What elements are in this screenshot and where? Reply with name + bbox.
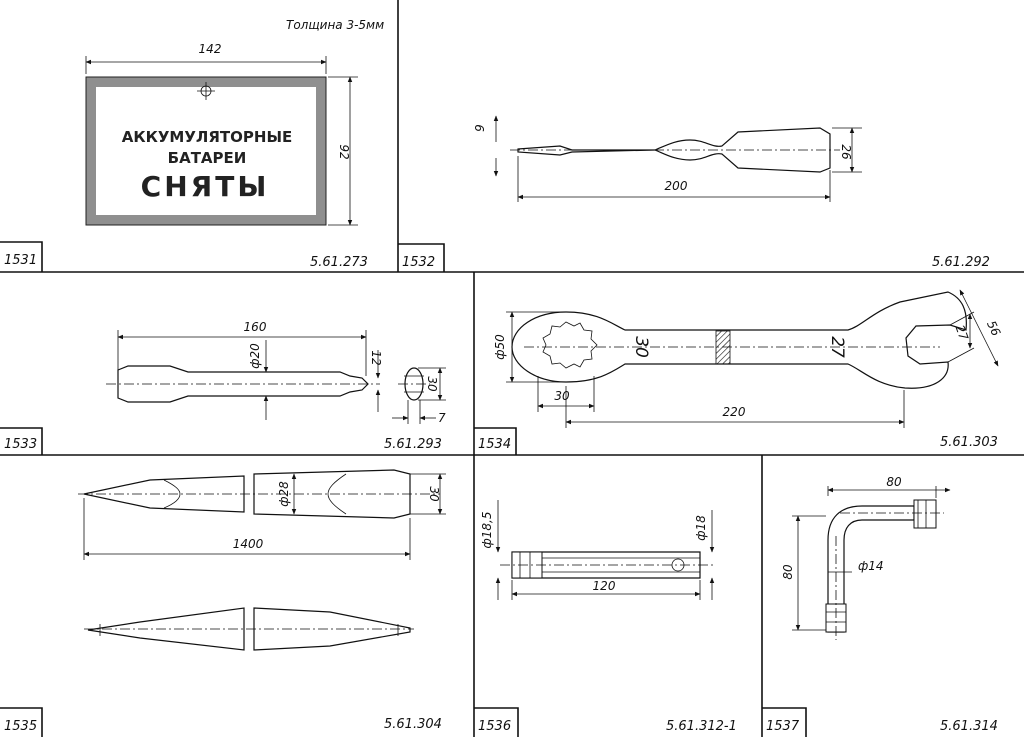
panel-number-1533: 1533 xyxy=(4,437,37,452)
dim-length: 200 xyxy=(665,179,688,193)
panel-1532: 9 200 26 1532 5.61.292 xyxy=(402,115,990,270)
dim-lwrench-dia: ф14 xyxy=(858,559,884,573)
wrench-ring-label: 30 xyxy=(631,336,651,358)
dim-socket-inner: ф18,5 xyxy=(480,512,494,549)
dim-head-width: 56 xyxy=(984,318,1003,338)
panel-code-1533: 5.61.293 xyxy=(384,437,442,452)
drift-body xyxy=(117,365,369,403)
panel-code-1532: 5.61.292 xyxy=(932,255,990,270)
dim-tip: 9 xyxy=(473,124,487,132)
panel-number-1536: 1536 xyxy=(478,719,511,734)
dim-open-size: 27 xyxy=(953,323,972,342)
dim-sign-height: 92 xyxy=(337,144,351,159)
panel-number-1535: 1535 xyxy=(4,719,37,734)
panel-1531: АККУМУЛЯТОРНЫЕ БАТАРЕИ СНЯТЫ 142 92 Толщ… xyxy=(4,18,384,270)
dim-socket-length: 120 xyxy=(593,579,616,593)
dim-drift-tip: 12 xyxy=(369,350,383,365)
dim-lwrench-height: 80 xyxy=(781,564,795,580)
panel-1537: 80 80 ф14 1537 5.61.314 xyxy=(766,475,998,734)
panel-code-1535: 5.61.304 xyxy=(384,717,442,732)
dim-crowbar-dia: ф28 xyxy=(277,481,291,507)
sign-line-1: АККУМУЛЯТОРНЫЕ xyxy=(122,128,293,146)
panel-number-1531: 1531 xyxy=(4,253,37,268)
panel-code-1531: 5.61.273 xyxy=(310,255,368,270)
dim-sign-width: 142 xyxy=(199,42,222,56)
dim-socket-outer: ф18 xyxy=(694,515,708,541)
panel-number-1537: 1537 xyxy=(766,719,800,734)
panel-number-1534: 1534 xyxy=(478,437,511,452)
wrench-body xyxy=(511,291,967,389)
dim-drift-length: 160 xyxy=(244,320,267,334)
dim-drift-end: 7 xyxy=(438,411,446,425)
dim-drift-dia: ф20 xyxy=(248,343,262,369)
dim-ring-dia: ф50 xyxy=(493,334,507,360)
panel-1533: 160 ф20 12 30 7 1533 5.61.293 xyxy=(4,320,446,452)
panel-1535: ф28 30 1400 1535 5.61.304 xyxy=(4,469,446,734)
sign-line-2: БАТАРЕИ xyxy=(168,149,247,167)
panel-code-1536: 5.61.312-1 xyxy=(666,719,737,734)
panel-number-1532: 1532 xyxy=(402,255,435,270)
dim-crowbar-length: 1400 xyxy=(233,537,264,551)
panel-1536: ф18,5 ф18 120 1536 5.61.312-1 xyxy=(478,500,737,734)
panel-1534: 30 27 ф50 30 220 27 56 1534 5.61.303 xyxy=(478,289,1003,452)
wrench-open-label: 27 xyxy=(827,336,847,358)
dim-lwrench-width: 80 xyxy=(886,475,902,489)
thickness-note: Толщина 3-5мм xyxy=(286,18,384,32)
panel-code-1534: 5.61.303 xyxy=(940,435,998,450)
dim-handle: 26 xyxy=(839,144,853,160)
dim-drift-head: 30 xyxy=(425,376,439,392)
dim-wrench-length: 220 xyxy=(723,405,746,419)
panel-code-1537: 5.61.314 xyxy=(940,719,998,734)
dim-ring-size: 30 xyxy=(554,389,570,403)
sign-line-3: СНЯТЫ xyxy=(141,170,270,203)
sign-face xyxy=(96,87,316,215)
dim-crowbar-end: 30 xyxy=(427,486,441,502)
